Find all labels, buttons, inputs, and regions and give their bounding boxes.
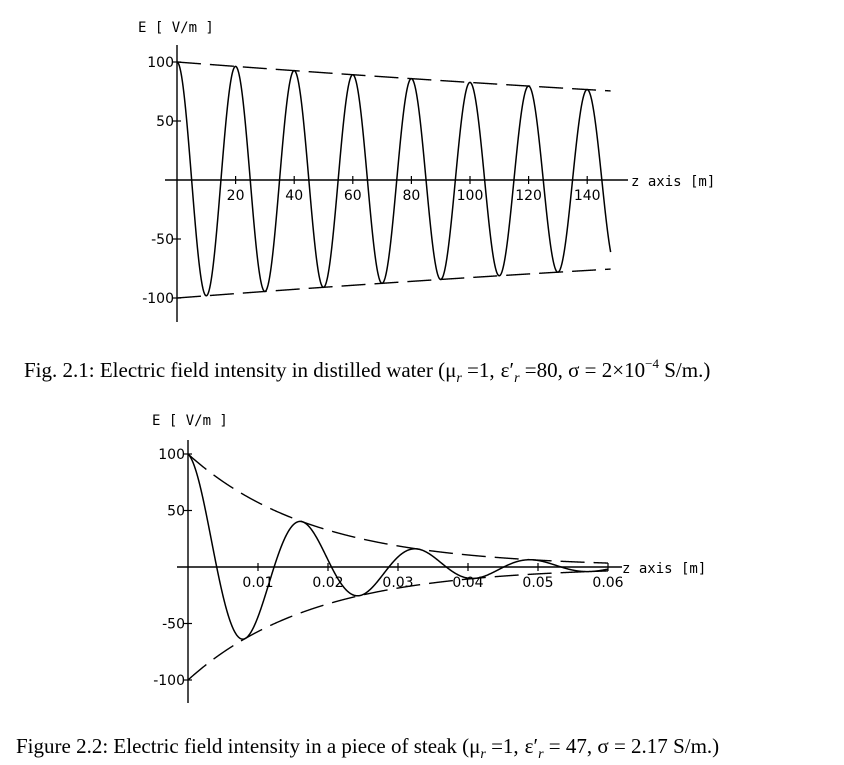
caption-eps-value: = 47, (544, 734, 593, 758)
x-tick-label: 40 (285, 188, 303, 204)
caption-mu-value: =1, (486, 734, 519, 758)
y-tick-label: 50 (167, 504, 185, 520)
x-tick-label: 100 (457, 188, 484, 204)
y-tick-label: -50 (151, 232, 174, 248)
caption-eps-subscript: r (514, 371, 520, 386)
caption-suffix: S/m.) (659, 358, 710, 382)
caption-eps: ε′ (501, 358, 514, 382)
caption-prefix: Fig. 2.1: Electric field intensity in di… (24, 358, 445, 382)
envelope-upper-line (176, 61, 611, 92)
x-tick-label: 140 (574, 188, 601, 204)
y-tick-label: -100 (142, 291, 174, 307)
field-curve-line (187, 453, 609, 640)
envelope-lower-line (176, 268, 611, 299)
caption-sigma: σ = 2×10 (563, 358, 645, 382)
caption-prefix: Figure 2.2: Electric field intensity in … (16, 734, 469, 758)
y-tick-label: 50 (156, 114, 174, 130)
caption-mu-subscript: r (456, 371, 462, 386)
x-tick-label: 0.02 (312, 575, 343, 591)
axes (177, 440, 622, 703)
envelope-upper-line (187, 453, 608, 564)
caption-eps-value: =80, (520, 358, 563, 382)
x-tick-label: 120 (515, 188, 542, 204)
x-tick-label: 20 (227, 188, 245, 204)
field-curve-line (176, 61, 612, 297)
caption-mu: μ (445, 358, 456, 382)
envelope-lower-line (187, 570, 608, 681)
chart-distilled-water: E [ V/m ] z axis [m] 20 40 60 80 100 120 140 10… (138, 20, 715, 322)
caption-mu-value: =1, (462, 358, 495, 382)
y-axis-label: E [ V/m ] (152, 413, 228, 429)
x-tick-label: 80 (402, 188, 420, 204)
x-tick-label: 0.06 (592, 575, 623, 591)
y-axis-label: E [ V/m ] (138, 20, 214, 36)
caption-sigma: σ = 2.17 (592, 734, 668, 758)
x-tick-label: 0.01 (242, 575, 273, 591)
x-axis-label: z axis [m] (631, 174, 715, 190)
caption-eps: ε′ (525, 734, 538, 758)
x-tick-label: 60 (344, 188, 362, 204)
caption-suffix: S/m.) (668, 734, 719, 758)
caption-sigma-exponent: −4 (645, 356, 659, 371)
y-tick-label: 100 (158, 447, 185, 463)
caption-mu-subscript: r (480, 747, 486, 762)
caption-eps-subscript: r (538, 747, 544, 762)
x-tick-label: 0.05 (522, 575, 553, 591)
y-tick-label: 100 (147, 55, 174, 71)
figure-caption-2: Figure 2.2: Electric field intensity in … (16, 734, 719, 762)
y-tick-label: -100 (153, 673, 185, 689)
figure-caption-1: Fig. 2.1: Electric field intensity in di… (24, 356, 710, 386)
tick-labels: 20 40 60 80 100 120 140 100 50 -50 -100 (142, 55, 600, 307)
y-tick-label: -50 (162, 617, 185, 633)
caption-mu: μ (469, 734, 480, 758)
x-axis-label: z axis [m] (622, 561, 706, 577)
